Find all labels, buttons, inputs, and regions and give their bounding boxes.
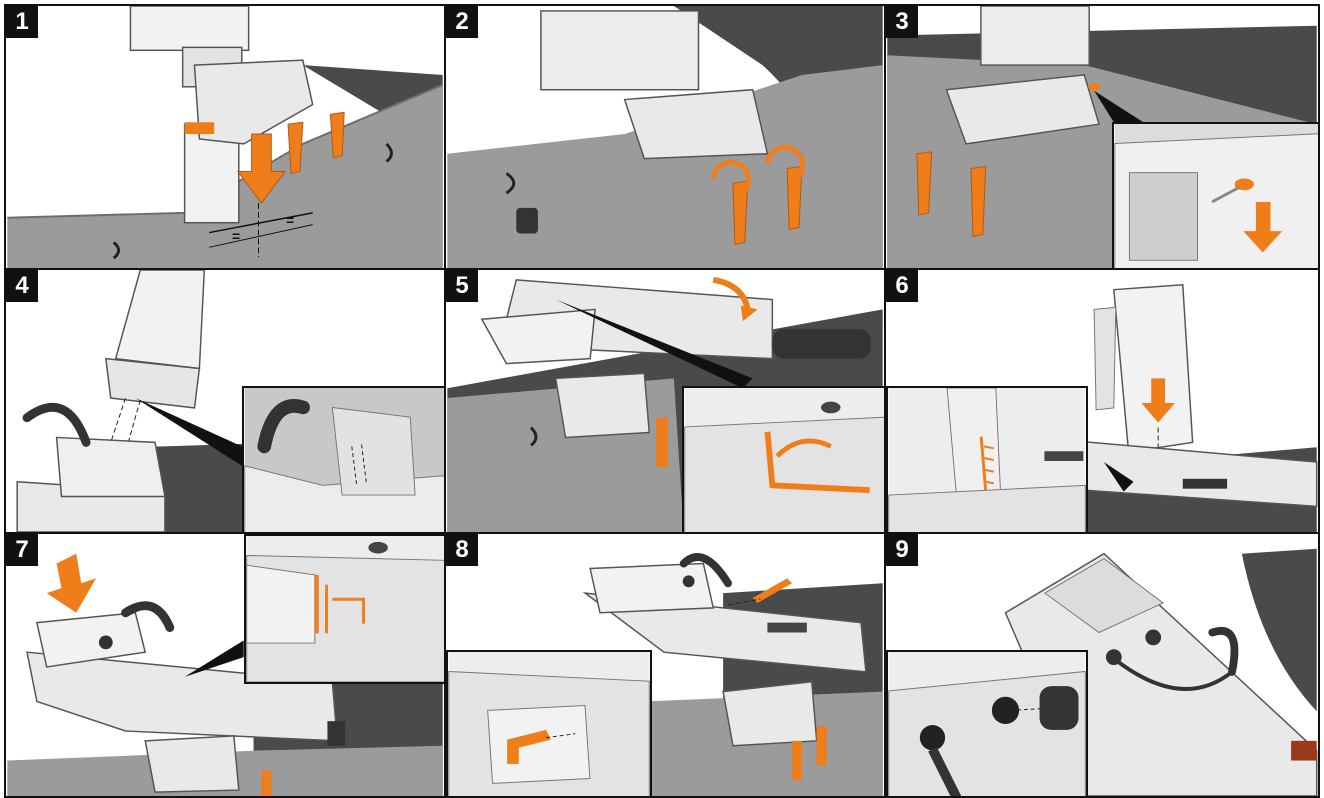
step-panel-2: 2: [444, 4, 886, 270]
step-panel-3: 3: [884, 4, 1320, 270]
step-6-detail-inset: [886, 386, 1088, 532]
step-panel-7: 7: [4, 532, 446, 798]
step-number-7: 7: [6, 534, 38, 566]
step-panel-4: 4: [4, 268, 446, 534]
step-9-detail-illustration: [888, 652, 1086, 796]
step-6-illustration: [1034, 283, 1318, 532]
step-7-illustration: [7, 553, 443, 796]
step-panel-8: 8: [444, 532, 886, 798]
step-5-detail-inset: [682, 386, 884, 532]
step-panel-6: 6: [884, 268, 1320, 534]
measure-mark-left: =: [232, 228, 241, 244]
step-3-detail-illustration: [1114, 124, 1318, 268]
step-4-detail-inset: [242, 386, 444, 532]
step-9-detail-inset: [886, 650, 1088, 796]
step-number-1: 1: [6, 6, 38, 38]
step-number-2: 2: [446, 6, 478, 38]
step-6-detail-illustration: [888, 388, 1086, 532]
step-2-illustration: [447, 6, 883, 268]
step-1-illustration: [7, 6, 444, 268]
step-number-8: 8: [446, 534, 478, 566]
step-panel-1: 1 = =: [4, 4, 446, 270]
step-7-detail-inset: [244, 534, 444, 684]
measure-mark-right: =: [286, 212, 295, 228]
step-number-3: 3: [886, 6, 918, 38]
step-8-detail-inset: [446, 650, 652, 796]
step-7-detail-illustration: [246, 536, 444, 682]
step-number-6: 6: [886, 270, 918, 302]
step-number-4: 4: [6, 270, 38, 302]
step-5-detail-illustration: [684, 388, 884, 532]
step-panel-5: 5: [444, 268, 886, 534]
step-4-detail-illustration: [244, 388, 444, 532]
step-8-illustration: [582, 553, 883, 796]
step-3-detail-inset: [1112, 122, 1318, 268]
step-panel-9: 9: [884, 532, 1320, 798]
step-number-5: 5: [446, 270, 478, 302]
step-number-9: 9: [886, 534, 918, 566]
step-8-detail-illustration: [448, 652, 650, 796]
